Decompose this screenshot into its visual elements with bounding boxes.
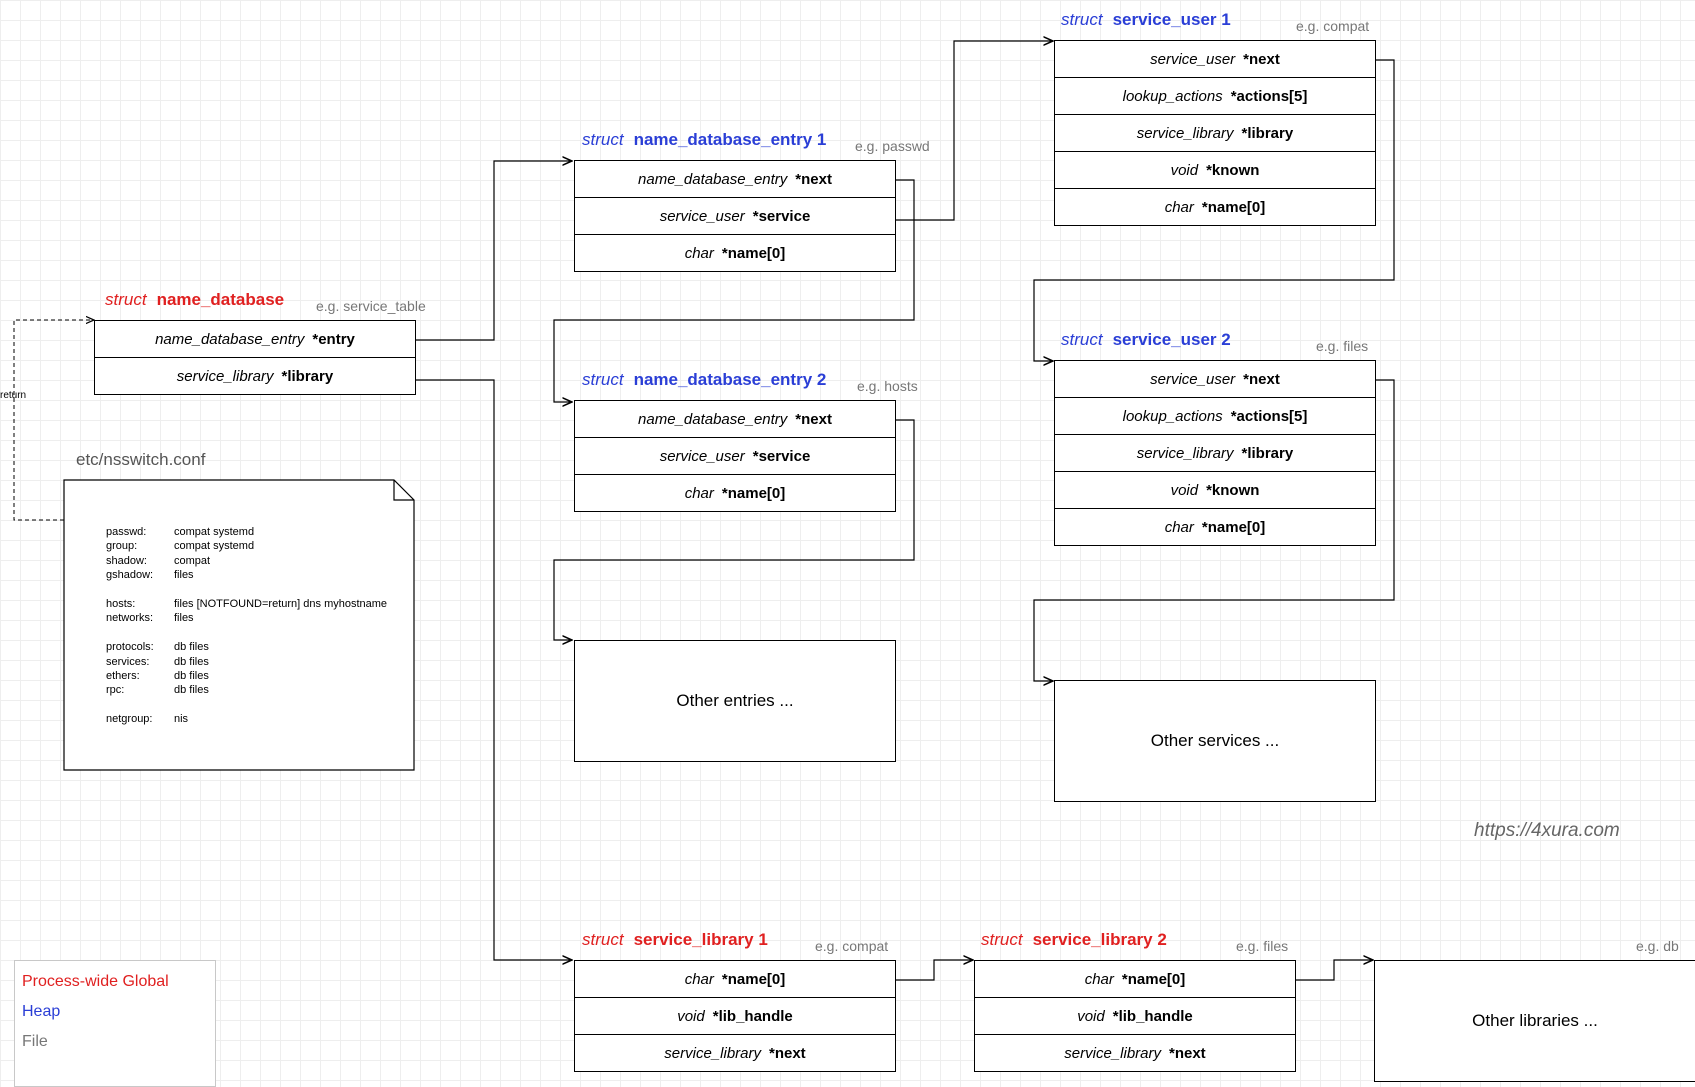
config-line: passwd:compat systemd	[106, 526, 255, 538]
config-line: netgroup:nis	[106, 713, 189, 726]
struct-field: void*lib_handle	[575, 998, 895, 1035]
legend: Process-wide Global Heap File	[14, 960, 216, 1087]
return-arrow	[13, 320, 94, 521]
arrow-user1-next	[1033, 59, 1395, 361]
struct-field: lookup_actions*actions[5]	[1055, 78, 1375, 115]
lib1-example: e.g. compat	[815, 938, 889, 954]
lib2-example: e.g. files	[1236, 938, 1289, 954]
struct-field: char*name[0]	[1164, 198, 1266, 216]
other-services-box: Other services ...	[1054, 680, 1376, 802]
struct-field: service_library*library	[176, 367, 334, 385]
arrow-library-to-lib1	[414, 379, 572, 960]
arrow-entry-to-entry1	[414, 161, 572, 341]
config-line: protocols:db files	[106, 641, 209, 654]
nsswitch-note-shape	[63, 479, 415, 771]
name-database-struct: name_database_entry*entry service_librar…	[94, 320, 416, 395]
user1-example: e.g. compat	[1296, 18, 1370, 34]
struct-field: lookup_actions*actions[5]	[1055, 398, 1375, 435]
config-line: gshadow:files	[106, 569, 194, 582]
struct-field: name_database_entry*next	[575, 161, 895, 198]
user2-example: e.g. files	[1316, 338, 1369, 354]
user2-struct: service_user*next lookup_actions*actions…	[1054, 360, 1376, 546]
arrow-entry1-service	[894, 41, 1053, 221]
struct-field: void*lib_handle	[975, 998, 1295, 1035]
nsswitch-contents: passwd:compat systemd group:compat syste…	[106, 525, 387, 726]
config-line: services:db files	[106, 655, 209, 668]
config-line: ethers:db files	[106, 669, 209, 682]
arrow-user2-next	[1033, 379, 1395, 681]
other-entries-box: Other entries ...	[574, 640, 896, 762]
struct-field: service_user*next	[1055, 361, 1375, 398]
return-label: return	[0, 390, 27, 401]
arrow-entry1-next	[553, 179, 915, 402]
struct-field: char*name[0]	[575, 961, 895, 998]
config-line	[106, 583, 387, 597]
struct-field: void*known	[1055, 472, 1375, 509]
config-line: shadow:compat	[106, 554, 211, 567]
struct-field: name_database_entry*next	[575, 401, 895, 438]
user1-struct: service_user*next lookup_actions*actions…	[1054, 40, 1376, 226]
config-line: hosts:files [NOTFOUND=return] dns myhost…	[106, 597, 388, 610]
config-line: networks:files	[106, 612, 194, 625]
legend-global: Process-wide Global	[22, 973, 169, 990]
config-line: group:compat systemd	[106, 540, 255, 553]
struct-field: service_library*library	[1055, 435, 1375, 472]
lib2-struct: char*name[0] void*lib_handle service_lib…	[974, 960, 1296, 1072]
config-line	[106, 626, 387, 640]
struct-field: name_database_entry*entry	[95, 321, 415, 358]
other-libraries-box: Other libraries ...	[1374, 960, 1695, 1082]
lib1-struct: char*name[0] void*lib_handle service_lib…	[574, 960, 896, 1072]
entry1-example: e.g. passwd	[855, 138, 930, 154]
entry1-struct: name_database_entry*next service_user*se…	[574, 160, 896, 272]
struct-field: char*name[0]	[684, 244, 786, 262]
config-line	[106, 698, 387, 712]
struct-field: service_user*service	[575, 438, 895, 475]
struct-field: char*name[0]	[1164, 518, 1266, 536]
source-url: https://4xura.com	[1474, 820, 1620, 841]
name-database-example: e.g. service_table	[316, 298, 426, 314]
legend-heap: Heap	[22, 1003, 61, 1020]
other-libraries-example: e.g. db	[1636, 938, 1679, 954]
struct-field: char*name[0]	[684, 484, 786, 502]
struct-field: void*known	[1055, 152, 1375, 189]
arrow-lib1-next	[894, 960, 973, 981]
arrow-lib2-next	[1294, 960, 1373, 981]
struct-field: service_user*service	[575, 198, 895, 235]
struct-field: service_library*library	[1055, 115, 1375, 152]
struct-field: service_library*next	[1064, 1044, 1206, 1062]
struct-field: service_library*next	[664, 1044, 806, 1062]
entry2-struct: name_database_entry*next service_user*se…	[574, 400, 896, 512]
legend-file: File	[22, 1033, 48, 1050]
nsswitch-file-label: etc/nsswitch.conf	[76, 450, 206, 469]
arrow-entry2-next	[553, 419, 915, 640]
config-line: rpc:db files	[106, 684, 209, 697]
entry2-example: e.g. hosts	[857, 378, 918, 394]
struct-field: char*name[0]	[975, 961, 1295, 998]
struct-field: service_user*next	[1055, 41, 1375, 78]
